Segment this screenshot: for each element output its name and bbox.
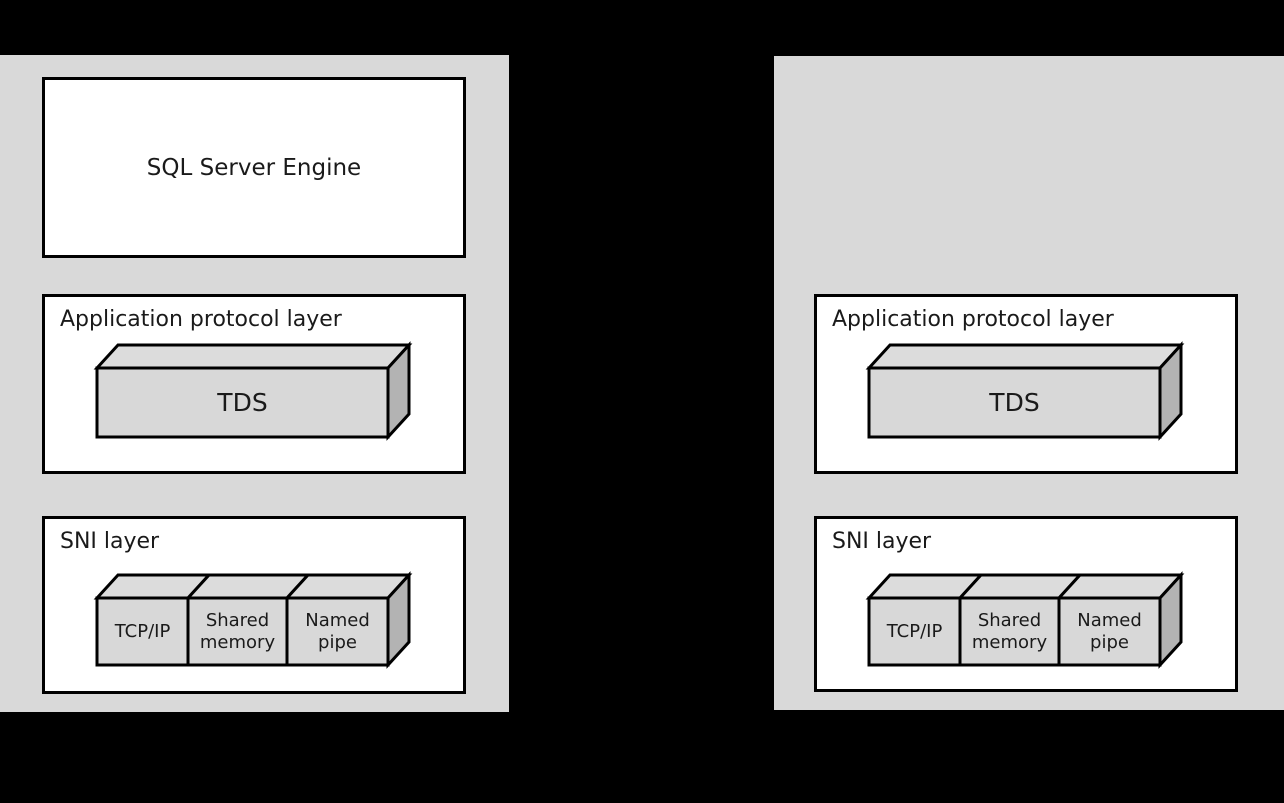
named-pipe-label: Named pipe [1059, 598, 1160, 665]
tds-bar-top-face [865, 343, 1185, 370]
tcpip-block-front-face [867, 596, 962, 667]
tds-3d-bar-graphic [93, 341, 413, 441]
server-panel: SQL Server Engine Application protocol l… [0, 55, 509, 712]
tcpip-label: TCP/IP [886, 620, 943, 642]
sni-3d-blocks-graphic [93, 571, 413, 669]
named-pipe-block-front-face [1057, 596, 1162, 667]
server-application-protocol-layer-box: Application protocol layer TDS [42, 294, 466, 474]
tds-label: TDS [989, 388, 1040, 417]
named-pipe-label-text: Named pipe [1077, 610, 1142, 653]
tds-bar-top-face [93, 343, 413, 370]
sql-server-engine-label: SQL Server Engine [146, 154, 362, 181]
named-pipe-block-front-face [285, 596, 390, 667]
sni-layer-title: SNI layer [832, 529, 932, 554]
server-sni-layer-box: SNI layer TCP/IP Shared memory Named pip… [42, 516, 466, 694]
client-panel: Application protocol layer TDS SNI layer… [774, 56, 1284, 710]
application-protocol-layer-title: Application protocol layer [832, 307, 1114, 332]
shared-memory-block-front-face [186, 596, 289, 667]
client-sni-layer-box: SNI layer TCP/IP Shared memory Named pip… [814, 516, 1238, 692]
tds-3d-bar-graphic [865, 341, 1185, 441]
application-protocol-layer-title: Application protocol layer [60, 307, 342, 332]
sni-3d-blocks-graphic [865, 571, 1185, 669]
sni-layer-title: SNI layer [60, 529, 160, 554]
shared-memory-label: Shared memory [971, 610, 1048, 653]
tds-bar-front-face [95, 366, 390, 439]
tcpip-block-front-face [95, 596, 190, 667]
client-application-protocol-layer-box: Application protocol layer TDS [814, 294, 1238, 474]
sql-server-engine-box: SQL Server Engine [42, 77, 466, 258]
named-pipe-label: Named pipe [287, 598, 388, 665]
shared-memory-block-front-face [958, 596, 1061, 667]
tds-bar-front-face [867, 366, 1162, 439]
shared-memory-label: Shared memory [199, 610, 276, 653]
tcpip-label: TCP/IP [114, 620, 171, 642]
tds-label: TDS [217, 388, 268, 417]
named-pipe-label-text: Named pipe [305, 610, 370, 653]
